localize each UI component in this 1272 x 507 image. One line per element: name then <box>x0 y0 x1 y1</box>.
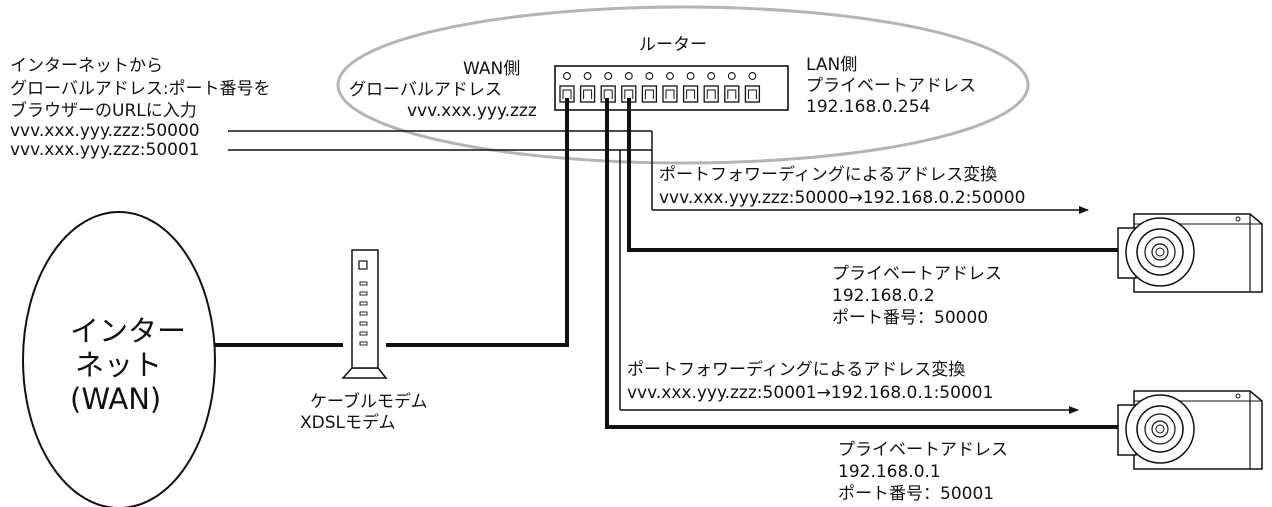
router-ports <box>559 85 761 103</box>
wan-address: vvv.xxx.yyy.zzz <box>407 101 537 121</box>
internet-label-1: インター <box>70 314 187 348</box>
router-led <box>645 72 654 80</box>
router-port <box>744 85 761 103</box>
router-led <box>686 72 695 80</box>
modem-led <box>359 281 368 286</box>
url-text-2: vvv.xxx.yyy.zzz:50001 <box>10 140 200 160</box>
router-port <box>579 85 596 103</box>
lan-side-label: LAN側 <box>806 55 858 75</box>
router-led <box>583 72 592 80</box>
forward-mapping-2: vvv.xxx.yyy.zzz:50001→192.168.0.1:50001 <box>627 383 994 403</box>
modem-label-1: ケーブルモデム <box>310 392 428 412</box>
router-led <box>707 72 716 80</box>
forward-mapping-1: vvv.xxx.yyy.zzz:50000→192.168.0.2:50000 <box>659 188 1026 208</box>
router-port <box>621 85 637 103</box>
router-port <box>682 85 699 103</box>
router-label: ルーター <box>639 35 707 55</box>
instruction-line-3: ブラウザーのURLに入力 <box>10 101 197 121</box>
modem-led <box>359 291 368 296</box>
modem-icon <box>341 249 388 379</box>
camera2-address: 192.168.0.1 <box>838 462 941 482</box>
cable-router-camera2 <box>605 98 1118 429</box>
wan-address-label: グローバルアドレス <box>349 80 502 100</box>
router-port <box>641 85 658 103</box>
router-led <box>563 72 571 80</box>
modem-led <box>359 301 368 306</box>
camera2-port: ポート番号：50001 <box>838 484 995 504</box>
modem-led <box>359 341 368 346</box>
cable-modem-router <box>386 98 569 347</box>
router-port <box>724 85 740 103</box>
modem-led <box>359 331 368 336</box>
router-port <box>703 85 719 103</box>
camera2-address-label: プライベートアドレス <box>838 440 1008 460</box>
lan-address: 192.168.0.254 <box>806 97 931 117</box>
camera1-address-label: プライベートアドレス <box>832 264 1002 284</box>
forward-title-2: ポートフォワーディングによるアドレス変換 <box>627 360 966 380</box>
router-led <box>624 72 633 80</box>
modem-led <box>359 311 368 316</box>
internet-ellipse <box>22 211 216 507</box>
camera1-address: 192.168.0.2 <box>832 286 935 306</box>
router-led <box>604 72 613 80</box>
camera-icon-2 <box>1117 390 1263 470</box>
internet-label-2: ネット <box>75 348 163 382</box>
forward-title-1: ポートフォワーディングによるアドレス変換 <box>659 165 998 185</box>
camera1-port: ポート番号：50000 <box>832 308 989 328</box>
router-port <box>662 85 678 103</box>
router-leds <box>563 72 757 80</box>
lan-address-label: プライベートアドレス <box>806 76 976 96</box>
router-led <box>727 72 736 80</box>
router-switch <box>554 65 789 111</box>
internet-label-3: (WAN) <box>70 382 162 416</box>
instruction-line-2: グローバルアドレス:ポート番号を <box>10 79 271 99</box>
router-led <box>666 72 674 80</box>
camera-icon-1 <box>1117 213 1263 293</box>
modem-label-2: XDSLモデム <box>300 413 396 433</box>
cable-router-camera1 <box>627 98 1118 252</box>
router-led <box>748 72 757 80</box>
url-text-1: vvv.xxx.yyy.zzz:50000 <box>10 121 200 141</box>
wan-side-label: WAN側 <box>463 59 521 79</box>
modem-led <box>359 321 368 326</box>
instruction-line-1: インターネットから <box>10 56 163 76</box>
